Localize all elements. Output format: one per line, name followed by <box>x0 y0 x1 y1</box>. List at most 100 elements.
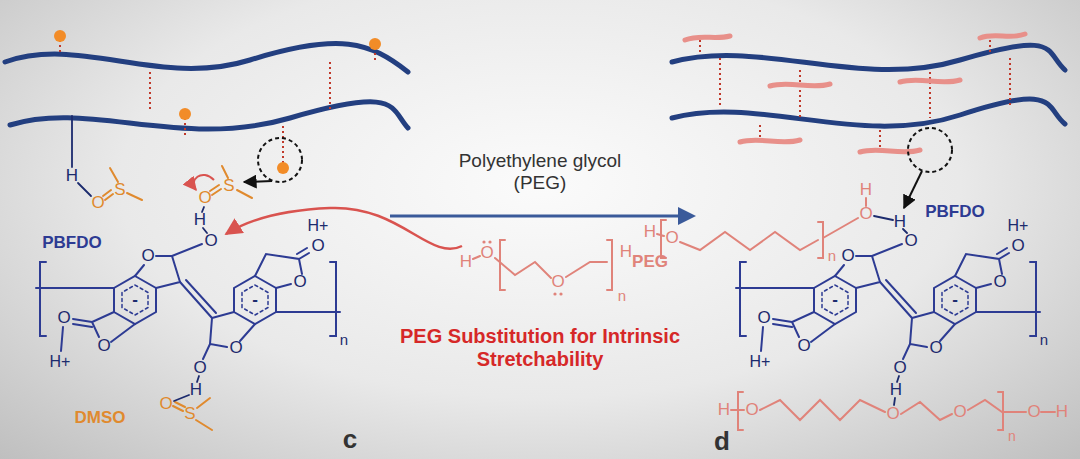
label-box: H+ <box>1008 217 1029 235</box>
atom-label: O <box>293 272 306 291</box>
atom-label: O <box>193 358 206 377</box>
label-box: O <box>193 358 206 378</box>
label-box: n <box>1040 331 1048 348</box>
atom-label: H <box>620 242 632 261</box>
atom-label: H <box>718 400 730 419</box>
panel-letter: c <box>343 424 357 454</box>
atom-label: O <box>159 394 172 413</box>
molecule-name: PEG <box>632 252 668 271</box>
atom-label: O <box>91 193 104 212</box>
atom-label: O <box>229 338 242 357</box>
label-box: O <box>893 358 906 378</box>
label-box: PBFDO <box>925 202 985 222</box>
label-box: n <box>340 331 348 348</box>
atom-label: O <box>929 338 942 357</box>
polymer-name: PBFDO <box>42 233 102 252</box>
label-box: O <box>859 204 872 224</box>
atom-label: H+ <box>750 353 771 370</box>
atom-label: H <box>190 380 202 399</box>
label-box: H+ <box>750 353 771 371</box>
label-box: O <box>797 336 810 356</box>
atom-label: O <box>886 404 899 423</box>
atom-label: n <box>340 331 348 348</box>
label-box: H <box>718 400 730 420</box>
atom-label: H <box>860 180 872 199</box>
label-box: O <box>551 272 564 292</box>
atom-label: H+ <box>1008 217 1029 234</box>
atom-label: S <box>184 404 195 423</box>
label-box: S <box>114 180 125 200</box>
label-box: PEG <box>632 252 668 272</box>
atom-label: O <box>311 236 324 255</box>
label-box: O <box>91 193 104 213</box>
atom-label: n <box>1008 428 1016 444</box>
molecule-name: DMSO <box>75 408 126 427</box>
label-box: PBFDO <box>42 233 102 253</box>
label-box: H <box>194 210 206 230</box>
atom-label: O <box>757 308 770 327</box>
label-box: H <box>190 380 202 400</box>
atom-label: n <box>618 287 626 304</box>
label-box: O <box>1027 402 1040 422</box>
atom-label: O <box>665 228 678 247</box>
label-box: DMSO <box>75 408 126 428</box>
polymer-name: PBFDO <box>925 202 985 221</box>
label-box: H <box>894 212 906 232</box>
label-box: n <box>1008 428 1016 444</box>
label-box: H <box>890 380 902 400</box>
atom-label: O <box>904 231 917 250</box>
label-box: O <box>993 272 1006 292</box>
label-box: H <box>644 222 656 242</box>
label-box: O <box>198 188 211 208</box>
label-box: S <box>184 404 195 424</box>
panel-letter: d <box>714 426 730 456</box>
atom-label: O <box>480 243 493 262</box>
atom-label: O <box>797 336 810 355</box>
label-box: O <box>929 338 942 358</box>
label-box: n <box>618 287 626 304</box>
label-box: O <box>204 231 217 251</box>
atom-label: S <box>223 176 234 195</box>
atom-label: H <box>894 212 906 231</box>
label-box: O <box>904 231 917 251</box>
label-box: H <box>460 252 472 272</box>
label-box: O <box>97 336 110 356</box>
label-box: PEG Substitution for Intrinsic Stretchab… <box>395 325 685 371</box>
label-box: O <box>480 243 493 263</box>
atom-label: O <box>57 308 70 327</box>
label-box: - <box>252 290 258 310</box>
label-box: n <box>828 247 836 264</box>
label-box: - <box>132 290 138 310</box>
atom-label: O <box>841 246 854 265</box>
atom-label: H <box>460 252 472 271</box>
atom-label: O <box>859 204 872 223</box>
atom-label: O <box>745 400 758 419</box>
label-box: H <box>66 166 78 186</box>
label-box: H <box>620 242 632 262</box>
label-box: O <box>886 404 899 424</box>
atom-label: O <box>953 402 966 421</box>
atom-label: O <box>993 272 1006 291</box>
label-box: - <box>832 290 838 310</box>
atom-label: H <box>890 380 902 399</box>
atom-label: O <box>204 231 217 250</box>
label-box: - <box>952 290 958 310</box>
label-box: O <box>745 400 758 420</box>
atom-label: O <box>551 272 564 291</box>
atom-label: O <box>1027 402 1040 421</box>
label-box: O <box>293 272 306 292</box>
label-box: O <box>841 246 854 266</box>
label-box: O <box>311 236 324 256</box>
label-box: O <box>229 338 242 358</box>
label-box: H <box>1056 402 1068 422</box>
atom-label: n <box>828 247 836 264</box>
label-box: c <box>343 425 357 455</box>
atom-label: H+ <box>308 217 329 234</box>
label-box: O <box>159 394 172 414</box>
label-box: H+ <box>50 353 71 371</box>
label-box: O <box>757 308 770 328</box>
atom-label: S <box>114 180 125 199</box>
label-box: H+ <box>308 217 329 235</box>
